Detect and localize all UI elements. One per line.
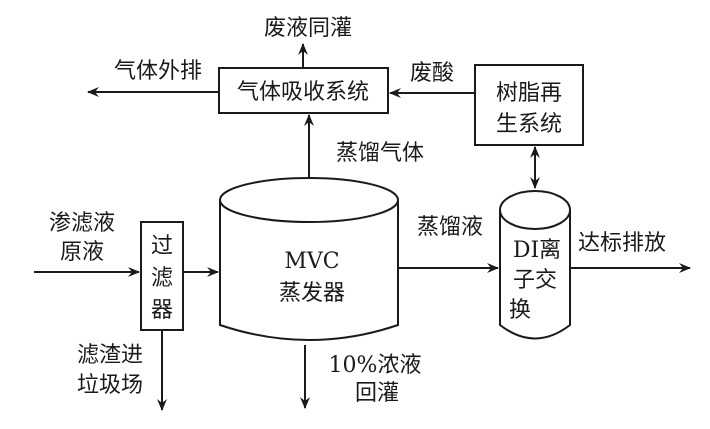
- mvc-evaporator-top: [219, 177, 399, 223]
- filter-residue-label-line1: 滤渣进: [77, 343, 143, 368]
- concentrate-label-line2: 回灌: [355, 381, 399, 406]
- raw-leachate-label-line2: 原液: [60, 240, 104, 265]
- raw-leachate-label-line1: 渗滤液: [49, 211, 115, 236]
- gas-absorption-system-label: 气体吸收系统: [237, 80, 369, 105]
- waste-liquid-reinjection-label: 废液同灌: [264, 16, 352, 41]
- resin-regeneration-label-line1: 树脂再: [496, 81, 562, 106]
- discharge-standard-label: 达标排放: [578, 231, 666, 256]
- gas-absorption-system-box: [218, 67, 389, 114]
- distilled-gas-label: 蒸馏气体: [336, 141, 424, 166]
- di-exchange-body: [499, 210, 571, 340]
- resin-regeneration-label-line2: 生系统: [496, 112, 562, 137]
- mvc-evaporator-body: [219, 200, 399, 341]
- di-exchange-label-line1: DI离: [513, 238, 561, 263]
- di-exchange-label-line3: 换: [509, 298, 531, 323]
- waste-acid-label: 废酸: [410, 61, 454, 86]
- resin-regeneration-box: [474, 64, 584, 146]
- mvc-evaporator-label-line1: MVC: [284, 249, 339, 274]
- di-exchange-label-line2: 子交: [513, 268, 557, 293]
- concentrate-label-line1: 10%浓液: [329, 353, 422, 378]
- filter-label-line1: 过: [151, 234, 173, 259]
- distillate-label: 蒸馏液: [417, 215, 483, 240]
- gas-exhaust-label: 气体外排: [114, 59, 202, 84]
- filter-residue-label-line2: 垃圾场: [77, 373, 143, 398]
- filter-label-line3: 器: [151, 298, 173, 323]
- filter-label-line2: 滤: [151, 266, 173, 291]
- di-exchange-top: [499, 190, 571, 230]
- mvc-evaporator-label-line2: 蒸发器: [279, 281, 345, 306]
